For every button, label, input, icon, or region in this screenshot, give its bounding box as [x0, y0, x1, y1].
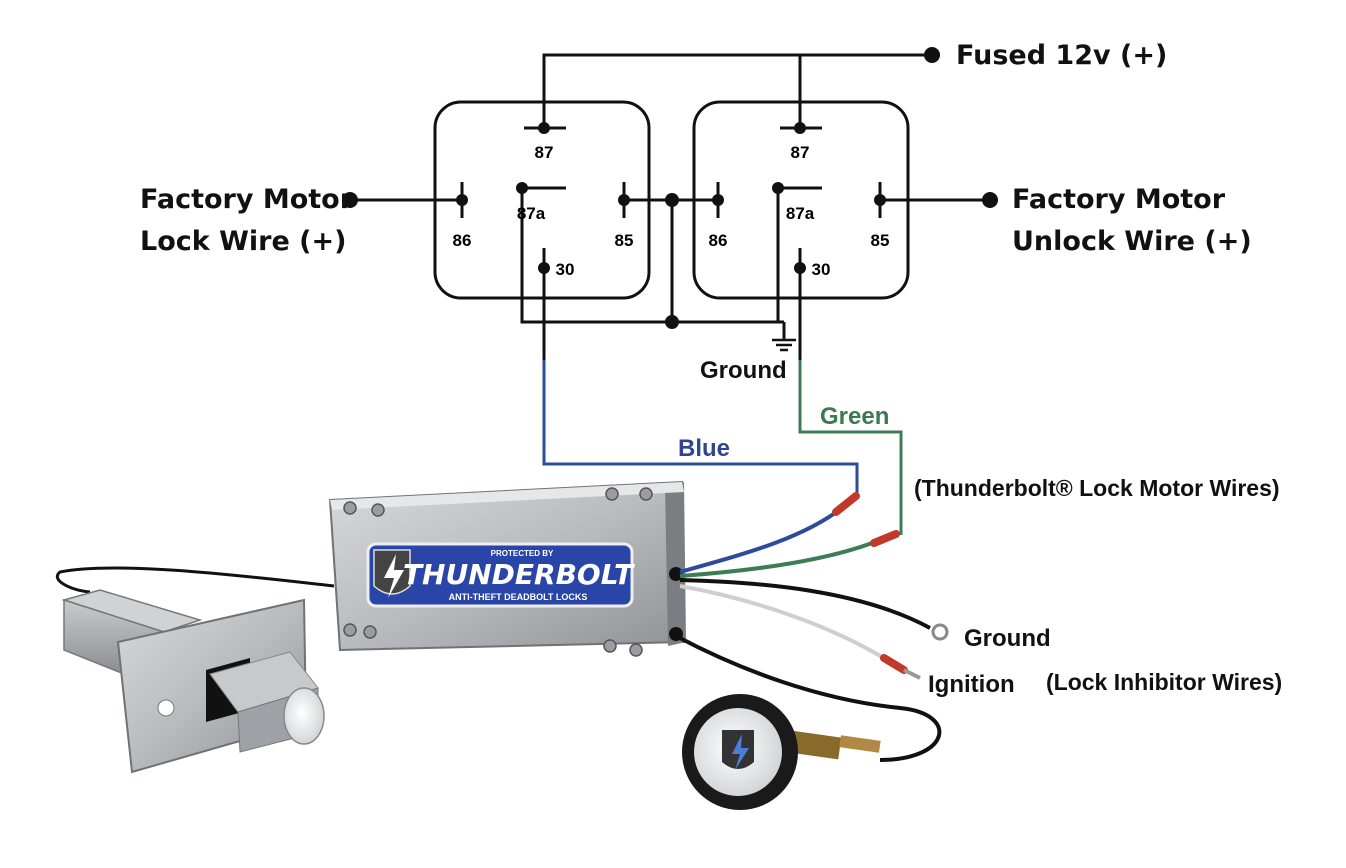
- relay-right-87-label: 87: [791, 143, 810, 162]
- module-bolt-lead: [56, 566, 335, 594]
- relay-left-87-label: 87: [535, 143, 554, 162]
- relay-right-86-label: 86: [709, 231, 728, 250]
- relay-right-30-label: 30: [812, 260, 831, 279]
- module-black-ground-lead: [679, 578, 931, 630]
- relay-left-86-label: 86: [453, 231, 472, 250]
- green-wire-label: Green: [820, 403, 889, 430]
- relay-left-85-label: 85: [615, 231, 634, 250]
- module-brand: THUNDERBOLT: [403, 558, 635, 591]
- lock-wire-label-line1: Factory Motor: [140, 184, 354, 215]
- thunderbolt-badge: [366, 542, 634, 608]
- deadbolt-lock: [61, 589, 325, 774]
- relay-left-30-label: 30: [556, 260, 575, 279]
- blue-wire-label: Blue: [678, 435, 730, 462]
- module-blue-lead: [679, 506, 844, 574]
- lock-wire-label-line2: Lock Wire (+): [140, 226, 346, 257]
- controller-module: PROTECTED BY THUNDERBOLT ANTI-THEFT DEAD…: [328, 480, 686, 657]
- unlock-wire-label-line2: Unlock Wire (+): [1012, 226, 1252, 257]
- unlock-wire-terminal: [982, 192, 998, 208]
- module-white-ignition-lead: [679, 584, 892, 664]
- ignition-label: Ignition: [928, 671, 1015, 698]
- inhibitor-wires-label: (Lock Inhibitor Wires): [1046, 669, 1282, 695]
- fused-12v-label: Fused 12v (+): [956, 40, 1167, 71]
- ground-top-label: Ground: [700, 357, 787, 384]
- green-wire: [798, 360, 903, 535]
- relay-right-87a-label: 87a: [786, 204, 815, 223]
- ground-bottom-label: Ground: [964, 625, 1051, 652]
- push-button: [682, 694, 881, 810]
- relay-right-85-label: 85: [871, 231, 890, 250]
- unlock-wire-label-line1: Factory Motor: [1012, 184, 1226, 215]
- fused-12v-terminal: [924, 47, 940, 63]
- blue-wire: [542, 360, 859, 498]
- motor-wires-label: (Thunderbolt® Lock Motor Wires): [914, 475, 1280, 501]
- module-protected-by: PROTECTED BY: [491, 549, 554, 558]
- module-button-lead: [675, 634, 942, 762]
- lock-wire-terminal: [342, 192, 358, 208]
- schematic: [342, 47, 998, 360]
- fused-12v-wire: [542, 53, 932, 128]
- module-green-lead: [679, 538, 881, 578]
- relay-left-87a-label: 87a: [517, 204, 546, 223]
- module-tagline: ANTI-THEFT DEADBOLT LOCKS: [449, 592, 588, 602]
